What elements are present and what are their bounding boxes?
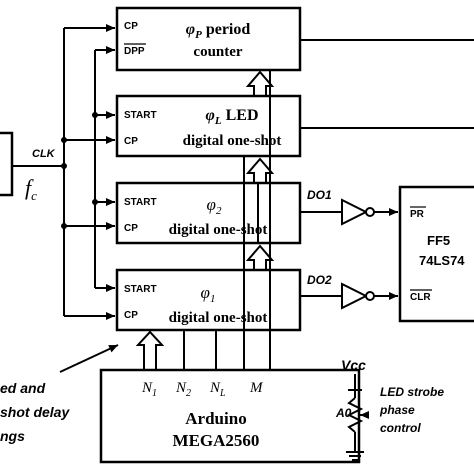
ff-pr-pin: PR (410, 209, 425, 220)
os1-title: φ1 (201, 283, 216, 305)
left-note-arrow (59, 344, 119, 373)
led-oneshot-block: START CP φL LED digital one-shot (115, 94, 302, 158)
os2-cp-pin: CP (124, 223, 138, 234)
do1-label: DO1 (307, 188, 332, 202)
clock-source-block (0, 131, 14, 197)
vcc-label: Vcc (341, 357, 366, 373)
flipflop-block: PR CLR FF5 74LS74 (398, 185, 474, 323)
n2-label: N2 (175, 380, 191, 399)
pot-note-1: LED strobe (380, 385, 444, 399)
led-cp-pin: CP (124, 136, 138, 147)
led-start-pin: START (124, 110, 157, 121)
start-wires (92, 46, 115, 292)
do2-path: DO2 (300, 273, 398, 310)
clock-wires (12, 24, 115, 320)
arduino-bus-lines (183, 70, 271, 370)
arduino-line2: MEGA2560 (173, 431, 260, 450)
os2-start-pin: START (124, 197, 157, 208)
bus-arrows (135, 70, 275, 370)
period-dpp-pin: DPP (124, 46, 145, 57)
fc-label: fc (25, 175, 37, 203)
n1-label: N1 (141, 380, 157, 399)
oneshot-1-block: START CP φ1 digital one-shot (115, 268, 302, 332)
potentiometer: Vcc (341, 357, 369, 461)
os2-title: φ2 (207, 195, 222, 217)
os1-start-pin: START (124, 284, 157, 295)
os1-cp-pin: CP (124, 310, 138, 321)
ff-clr-pin: CLR (410, 292, 431, 303)
pot-note-3: control (380, 421, 421, 435)
arduino-line1: Arduino (185, 409, 246, 428)
nl-label: NL (209, 380, 226, 399)
period-counter-block: CP DPP φP period counter (115, 6, 302, 72)
a0-pin: A0 (335, 406, 352, 420)
left-note-1: ed and (0, 380, 46, 396)
left-note-2: shot delay (0, 404, 70, 420)
os2-line2: digital one-shot (169, 222, 268, 238)
led-oneshot-title: φL LED (206, 107, 259, 127)
ff-name: FF5 (427, 233, 450, 248)
oneshot-2-block: START CP φ2 digital one-shot (115, 181, 302, 245)
left-note-3: ngs (0, 428, 25, 444)
pot-note-2: phase (379, 403, 415, 417)
led-oneshot-line2: digital one-shot (183, 133, 282, 149)
do1-path: DO1 (300, 188, 398, 226)
do2-label: DO2 (307, 273, 332, 287)
period-cp-pin: CP (124, 21, 138, 32)
clk-label: CLK (32, 148, 56, 160)
m-label: M (249, 380, 264, 396)
arduino-block: N1 N2 NL M Arduino MEGA2560 A0 (99, 368, 361, 464)
right-output-wires (300, 39, 474, 129)
period-counter-line2: counter (193, 44, 242, 60)
ff-part: 74LS74 (419, 253, 465, 268)
os1-line2: digital one-shot (169, 310, 268, 326)
period-counter-title: φP period (186, 21, 251, 41)
